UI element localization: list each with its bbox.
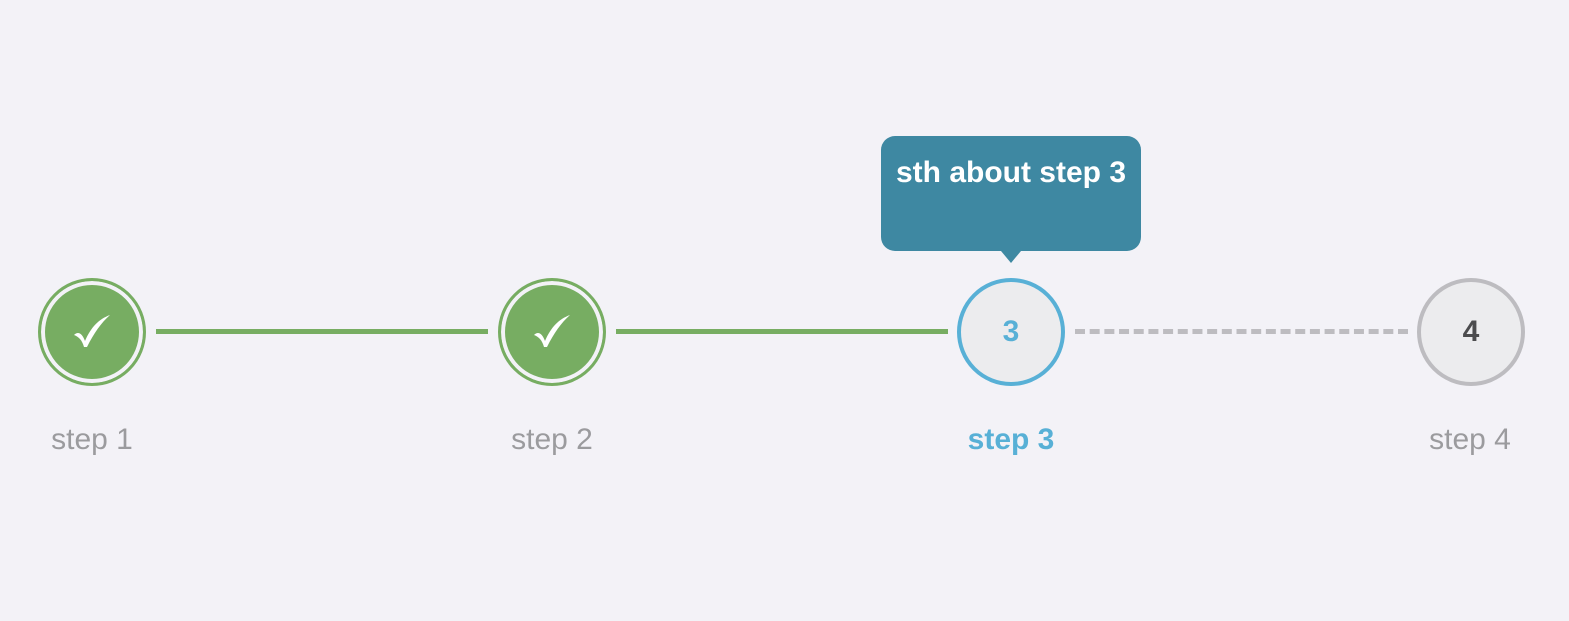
step-3-number: 3 (1002, 315, 1020, 348)
step-3-circle[interactable]: 3 (957, 278, 1065, 386)
step-2-label[interactable]: step 2 (511, 423, 593, 456)
step-4-number: 4 (1462, 315, 1480, 348)
connector-step1-step2 (156, 329, 488, 334)
step-2-circle[interactable] (498, 278, 606, 386)
step-3-tooltip: sth about step 3 (881, 136, 1141, 251)
step-1-label[interactable]: step 1 (51, 423, 133, 456)
step-3-label[interactable]: step 3 (967, 423, 1055, 456)
connector-step3-step4 (1075, 329, 1408, 334)
step-4-label[interactable]: step 4 (1429, 423, 1511, 456)
step-4-circle[interactable]: 4 (1417, 278, 1525, 386)
check-icon (534, 315, 570, 347)
check-icon (74, 315, 110, 347)
step-1-circle[interactable] (38, 278, 146, 386)
tooltip-arrow (1001, 251, 1021, 263)
connector-step2-step3 (616, 329, 948, 334)
